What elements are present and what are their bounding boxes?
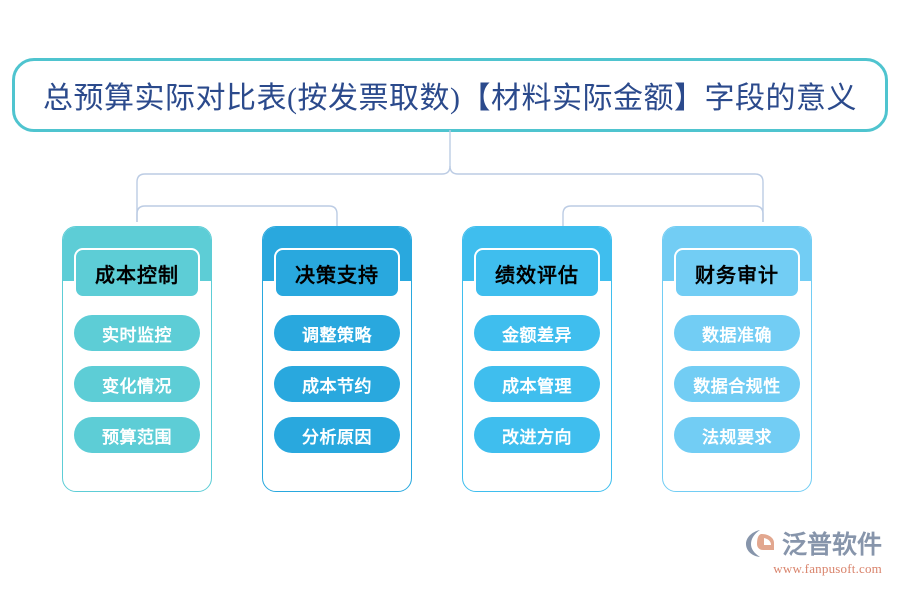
bullet-list: 实时监控 变化情况 预算范围 xyxy=(63,315,211,453)
page-title: 总预算实际对比表(按发票取数)【材料实际金额】字段的意义 xyxy=(43,82,857,115)
bullet-item[interactable]: 变化情况 xyxy=(74,366,200,402)
column-header-label: 绩效评估 xyxy=(495,264,579,287)
bullet-label: 金额差异 xyxy=(502,325,572,345)
bullet-item[interactable]: 成本节约 xyxy=(274,366,400,402)
company-logo: 泛普软件 www.fanpusoft.com xyxy=(732,526,882,582)
bullet-item[interactable]: 分析原因 xyxy=(274,417,400,453)
column-header-label: 决策支持 xyxy=(295,264,379,287)
bullet-label: 变化情况 xyxy=(102,376,172,396)
connector-leaf-1 xyxy=(136,205,338,230)
connector-branch-left xyxy=(136,165,451,222)
logo-row: 泛普软件 xyxy=(732,526,882,560)
bullet-label: 数据准确 xyxy=(702,325,772,345)
bullet-label: 调整策略 xyxy=(302,325,372,345)
bullet-label: 改进方向 xyxy=(502,427,572,447)
column-header-pill[interactable]: 财务审计 xyxy=(674,248,800,298)
diagram-title-box: 总预算实际对比表(按发票取数)【材料实际金额】字段的意义 xyxy=(12,58,888,132)
bullet-item[interactable]: 成本管理 xyxy=(474,366,600,402)
column-header-pill[interactable]: 决策支持 xyxy=(274,248,400,298)
bullet-label: 实时监控 xyxy=(102,325,172,345)
bullet-label: 法规要求 xyxy=(702,427,772,447)
column-card-financial-audit[interactable]: 财务审计 数据准确 数据合规性 法规要求 xyxy=(662,226,812,492)
bullet-item[interactable]: 数据准确 xyxy=(674,315,800,351)
bullet-list: 调整策略 成本节约 分析原因 xyxy=(263,315,411,453)
bullet-item[interactable]: 预算范围 xyxy=(74,417,200,453)
column-card-cost-control[interactable]: 成本控制 实时监控 变化情况 预算范围 xyxy=(62,226,212,492)
bullet-item[interactable]: 法规要求 xyxy=(674,417,800,453)
column-header-label: 财务审计 xyxy=(695,264,779,287)
connector-leaf-2 xyxy=(562,205,764,230)
connector-branch-right xyxy=(449,165,764,222)
bullet-item[interactable]: 改进方向 xyxy=(474,417,600,453)
bullet-label: 数据合规性 xyxy=(693,376,781,396)
bullet-label: 分析原因 xyxy=(302,427,372,447)
logo-website-url: www.fanpusoft.com xyxy=(773,561,882,576)
bullet-list: 金额差异 成本管理 改进方向 xyxy=(463,315,611,453)
column-card-performance-evaluation[interactable]: 绩效评估 金额差异 成本管理 改进方向 xyxy=(462,226,612,492)
bullet-list: 数据准确 数据合规性 法规要求 xyxy=(663,315,811,453)
column-card-decision-support[interactable]: 决策支持 调整策略 成本节约 分析原因 xyxy=(262,226,412,492)
column-header-pill[interactable]: 成本控制 xyxy=(74,248,200,298)
bullet-item[interactable]: 实时监控 xyxy=(74,315,200,351)
bullet-label: 预算范围 xyxy=(102,427,172,447)
bullet-item[interactable]: 金额差异 xyxy=(474,315,600,351)
fanpu-swoosh-icon xyxy=(745,530,774,557)
column-header-pill[interactable]: 绩效评估 xyxy=(474,248,600,298)
bullet-label: 成本节约 xyxy=(302,376,372,396)
logo-company-name: 泛普软件 xyxy=(781,531,882,559)
connector-lines xyxy=(136,130,764,230)
bullet-item[interactable]: 调整策略 xyxy=(274,315,400,351)
column-header-label: 成本控制 xyxy=(95,264,179,287)
bullet-label: 成本管理 xyxy=(502,376,572,396)
bullet-item[interactable]: 数据合规性 xyxy=(674,366,800,402)
